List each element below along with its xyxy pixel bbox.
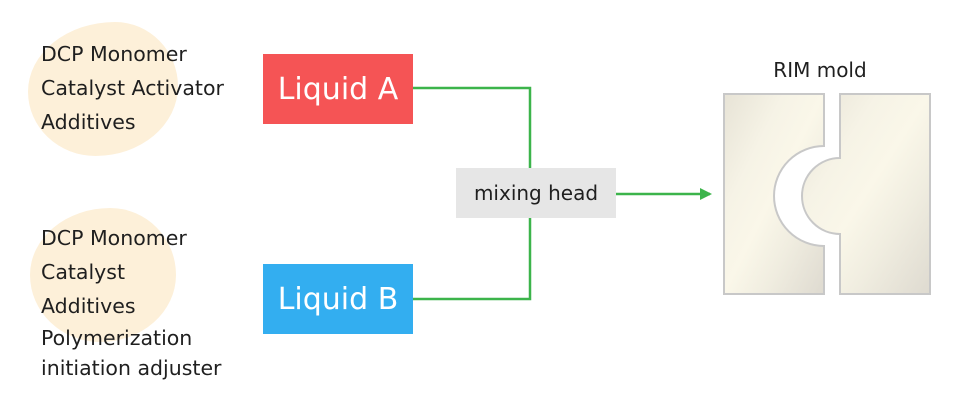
ingredient-b-catalyst: Catalyst <box>41 260 126 284</box>
ingredients-a-list: DCP Monomer Catalyst Activator Additives <box>41 37 224 139</box>
ingredients-a-highlight <box>28 22 178 156</box>
mold-label: RIM mold <box>773 58 867 82</box>
connector-liquid-b-to-mixing-head <box>413 218 532 301</box>
mixing-head-box: mixing head <box>456 168 616 218</box>
ingredient-b-additives: Additives <box>41 294 136 318</box>
ingredients-b-list: DCP Monomer Catalyst Additives Polymeriz… <box>41 221 222 383</box>
liquid-b-label: Liquid B <box>277 281 399 317</box>
mold-left-half <box>723 93 825 295</box>
ingredient-a-catalyst-activator: Catalyst Activator <box>41 76 224 100</box>
mold-right-half <box>801 93 931 295</box>
ingredient-b-initiation-adjuster: initiation adjuster <box>41 356 222 380</box>
ingredient-b-dcp-monomer: DCP Monomer <box>41 226 187 250</box>
rim-mold-icon <box>723 93 931 295</box>
mixing-head-label: mixing head <box>473 181 599 205</box>
liquid-a-box: Liquid A <box>263 54 413 124</box>
liquid-b-box: Liquid B <box>263 264 413 334</box>
ingredient-b-polymerization: Polymerization <box>41 326 193 350</box>
liquid-a-label: Liquid A <box>277 71 399 107</box>
connector-liquid-a-to-mixing-head <box>413 86 532 168</box>
ingredient-a-additives: Additives <box>41 110 136 134</box>
ingredient-a-dcp-monomer: DCP Monomer <box>41 42 187 66</box>
ingredients-b-highlight <box>30 208 176 342</box>
